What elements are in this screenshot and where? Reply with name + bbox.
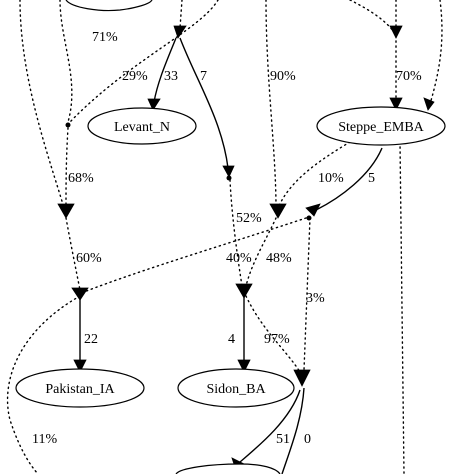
edge-label-11: 11% — [32, 432, 57, 447]
arrowhead-68-junction — [57, 203, 75, 219]
node-label-steppe-emba: Steppe_EMBA — [338, 120, 424, 135]
edge-top-left-far-to-68 — [19, 0, 65, 209]
edge-label-97: 97% — [264, 332, 290, 347]
edge-label-3: 3% — [306, 291, 325, 306]
edge-label-4: 4 — [228, 332, 235, 347]
node-levant-n: Levant_N — [87, 107, 197, 145]
edge-label-0: 0 — [304, 432, 311, 447]
arrowhead-right-junction — [389, 25, 403, 39]
arrowheads — [57, 25, 435, 471]
arrowhead-steppe-left — [389, 97, 403, 111]
arrowhead-lower-junction — [293, 369, 311, 387]
edge-steppe-to-5 — [315, 147, 383, 211]
edge-left-junction-to-68 — [65, 127, 69, 209]
edge-label-70: 70% — [396, 69, 422, 84]
bottom-ellipse-fragment — [175, 463, 281, 474]
node-bottom-partial — [175, 463, 281, 474]
edge-label-51: 51 — [276, 432, 290, 447]
junction-right — [306, 215, 312, 221]
junction-left — [65, 122, 71, 128]
edge-to-mid-junction — [179, 37, 229, 169]
arrowhead-pakistan — [73, 359, 87, 373]
junctions — [65, 122, 312, 221]
edge-far-right-to-steppe — [429, 0, 443, 105]
arrowhead-levant — [147, 98, 161, 111]
edge-labels: 71% 29% 33 7 90% 70% 68% 10% 5 52% 60% 4… — [32, 30, 422, 447]
node-label-pakistan-ia: Pakistan_IA — [45, 382, 115, 397]
edge-top-to-left-mid — [69, 0, 219, 123]
arrowhead-60-junction — [71, 287, 89, 301]
edge-right-long-vertical — [399, 141, 405, 474]
edge-label-60: 60% — [76, 251, 102, 266]
edge-top-left-to-71-junction — [59, 0, 73, 123]
arrowhead-upper-junction — [173, 25, 187, 39]
edge-label-29: 29% — [122, 69, 148, 84]
edge-11-left-curve — [6, 295, 81, 474]
edge-mid-to-40 — [229, 179, 243, 287]
dotted-edges — [6, 0, 443, 474]
edge-48-to-sidon-junction — [245, 217, 277, 287]
edge-label-33: 33 — [164, 69, 178, 84]
edge-steppe-to-10 — [277, 141, 351, 209]
junction-mid — [226, 175, 232, 181]
node-label-sidon-ba: Sidon_BA — [206, 382, 266, 397]
edge-52-to-60 — [83, 217, 307, 293]
edge-top-to-upper-junction — [179, 0, 183, 29]
edge-label-7: 7 — [200, 69, 207, 84]
node-label-levant-n: Levant_N — [114, 120, 170, 135]
edge-label-48: 48% — [266, 251, 292, 266]
node-top-partial — [65, 0, 153, 12]
edge-label-52: 52% — [236, 211, 262, 226]
edge-label-5: 5 — [368, 171, 375, 186]
arrowhead-5-junction — [305, 203, 321, 217]
edge-left-mid-to-60 — [65, 217, 81, 291]
edge-3-down — [303, 217, 311, 371]
arrowhead-10-junction — [269, 203, 287, 219]
node-pakistan-ia: Pakistan_IA — [15, 368, 145, 408]
top-ellipse-fragment — [65, 0, 153, 12]
node-sidon-ba: Sidon_BA — [177, 368, 295, 408]
arrowhead-40-junction — [235, 283, 253, 299]
edge-to-levant — [153, 37, 177, 103]
edge-97-to-lower-junction — [245, 295, 301, 373]
node-steppe-emba: Steppe_EMBA — [316, 106, 446, 146]
edge-label-71: 71% — [92, 30, 118, 45]
edge-label-10: 10% — [318, 171, 344, 186]
arrowhead-steppe-right — [423, 97, 435, 111]
edge-top-to-90-junction — [265, 0, 277, 209]
edge-label-90: 90% — [270, 69, 296, 84]
solid-edges — [79, 37, 383, 474]
edge-label-68: 68% — [68, 171, 94, 186]
edge-top-right-to-right-junction — [349, 0, 395, 33]
edge-label-22: 22 — [84, 332, 98, 347]
arrowhead-sidon — [237, 359, 251, 373]
edge-51-bottom — [239, 389, 301, 463]
arrowhead-mid-junction — [222, 165, 235, 178]
edge-0-bottom — [281, 387, 305, 474]
edge-label-40: 40% — [226, 251, 252, 266]
